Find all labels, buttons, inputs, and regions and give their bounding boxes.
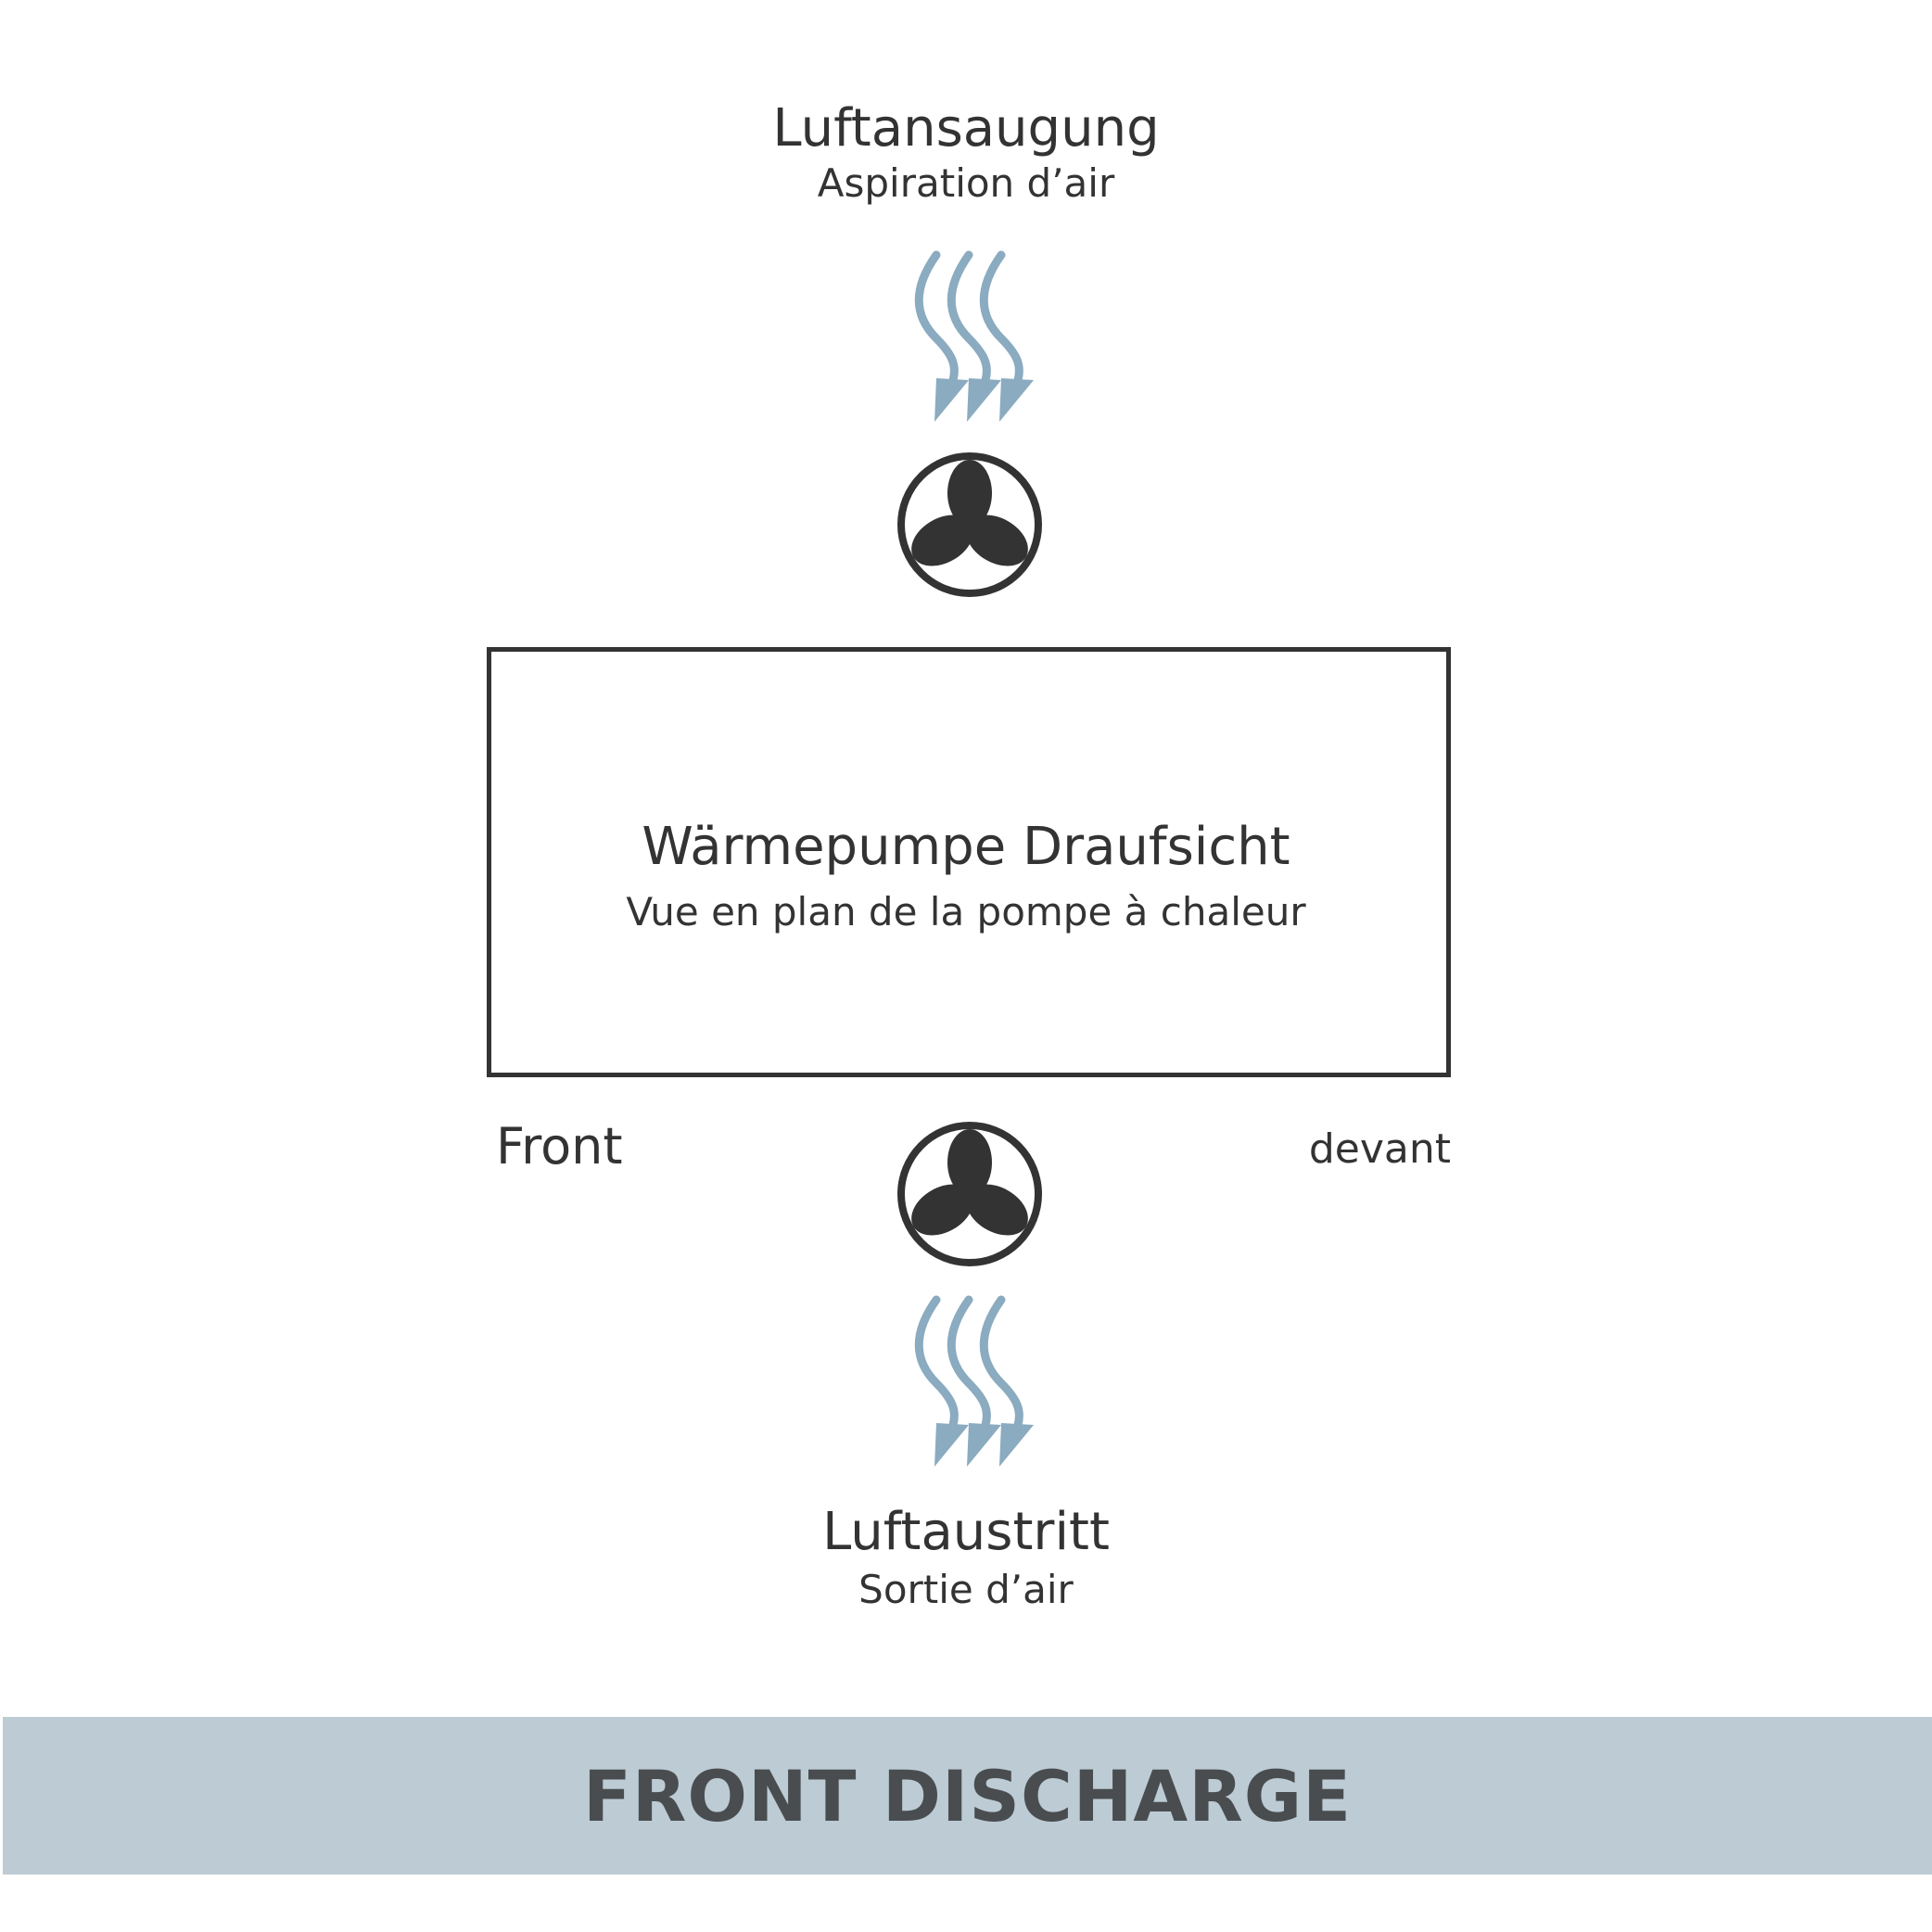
intake-title: Luftansaugung bbox=[772, 98, 1160, 159]
unit-subtitle: Vue en plan de la pompe à chaleur bbox=[626, 889, 1306, 934]
wavy-arrows-down-icon bbox=[914, 250, 1034, 422]
outlet-title: Luftaustritt bbox=[822, 1502, 1110, 1562]
devant-label: devant bbox=[1308, 1125, 1451, 1173]
fan-icon bbox=[897, 452, 1042, 597]
unit-title: Wärmepumpe Draufsicht bbox=[642, 817, 1290, 877]
wavy-arrows-down-icon bbox=[914, 1295, 1034, 1467]
front-label: Front bbox=[496, 1117, 623, 1176]
banner-text: FRONT DISCHARGE bbox=[582, 1754, 1353, 1837]
heat-pump-unit-outline bbox=[487, 647, 1451, 1077]
intake-subtitle: Aspiration d’air bbox=[817, 160, 1115, 206]
footer-banner: FRONT DISCHARGE bbox=[3, 1717, 1932, 1875]
fan-icon bbox=[897, 1122, 1042, 1266]
outlet-subtitle: Sortie d’air bbox=[858, 1567, 1074, 1612]
